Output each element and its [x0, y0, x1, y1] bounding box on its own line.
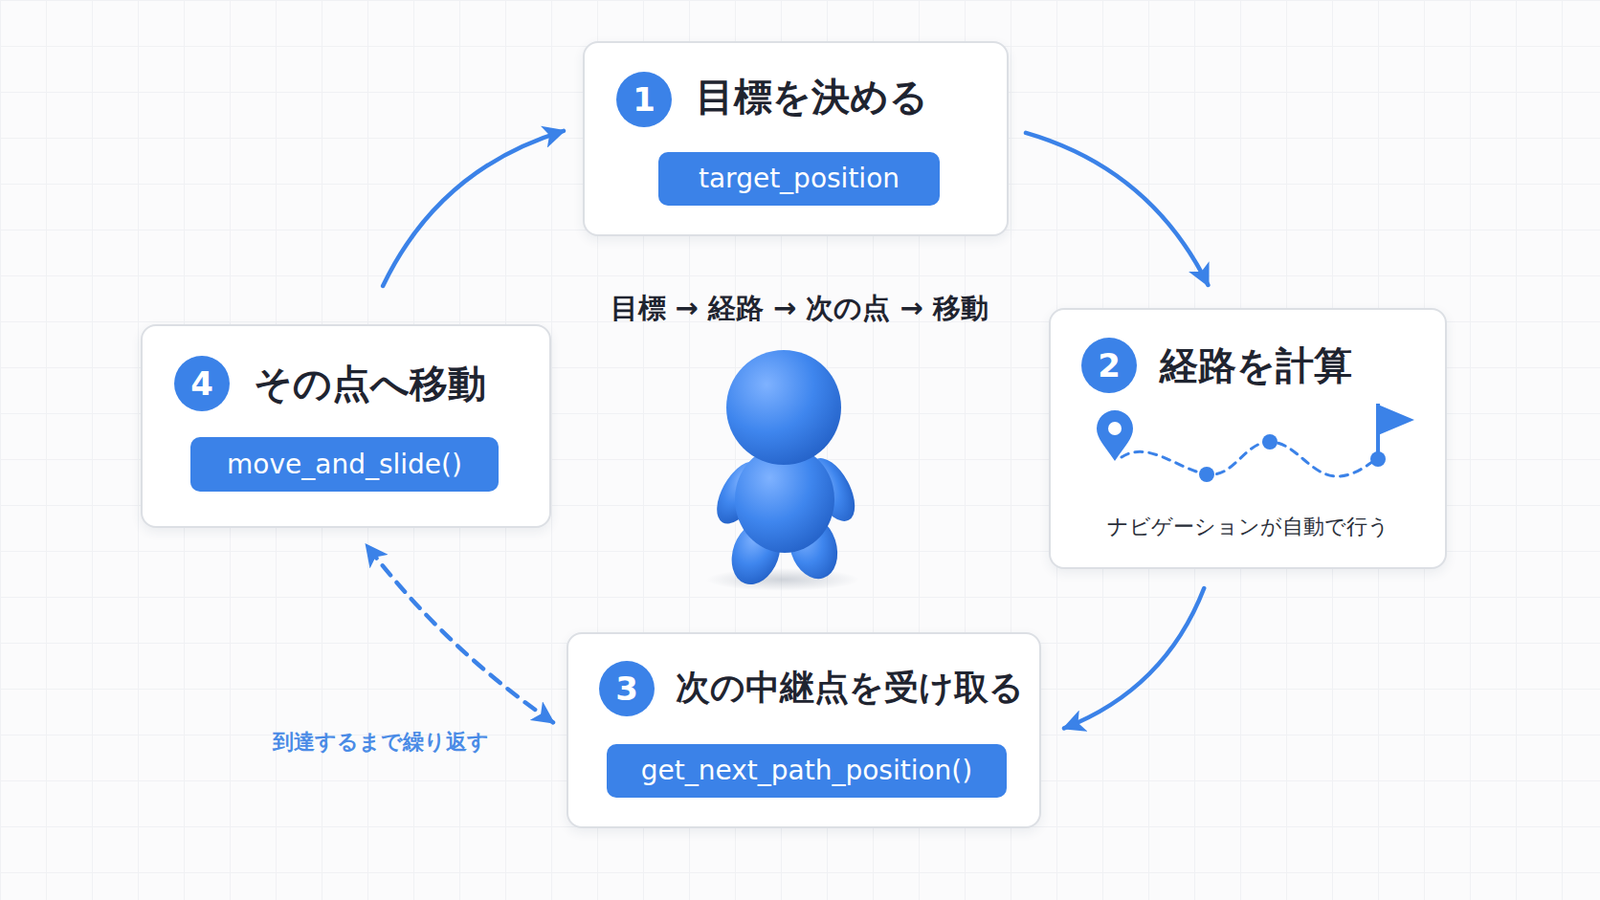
step-title: 次の中継点を受け取る [675, 666, 1024, 710]
figure-arm [707, 454, 772, 532]
code-pill: move_and_slide() [190, 437, 499, 492]
flow-summary: 目標 → 経路 → 次の点 → 移動 [610, 289, 989, 329]
step-title: 経路を計算 [1159, 342, 1353, 389]
arrow-line [382, 131, 564, 287]
arrow-line [1025, 133, 1208, 286]
step-number: 4 [174, 355, 230, 412]
figure-head [726, 350, 842, 466]
step-box: 目標を決める 1 target_position [582, 41, 1009, 237]
number-text: 1 [632, 83, 656, 116]
number-text: 3 [615, 672, 639, 706]
step-note: ナビゲーションが自動で行う [1050, 512, 1445, 542]
arrow-line [366, 545, 554, 723]
number-text: 2 [1097, 349, 1121, 382]
code-pill: get_next_path_position() [606, 744, 1007, 799]
cycle-arrow [382, 131, 564, 287]
step-number: 3 [599, 661, 655, 717]
figure-arm [800, 451, 865, 529]
figure-leg [723, 514, 789, 592]
figure-shadow [706, 568, 860, 592]
step-box: 経路を計算ナビゲーションが自動で行う 2 [1048, 308, 1447, 570]
step-number: 2 [1081, 337, 1137, 394]
code-pill: target_position [658, 152, 940, 206]
code-text: target_position [698, 165, 900, 193]
step-title: 目標を決める [695, 73, 929, 120]
code-text: move_and_slide() [226, 451, 463, 479]
cycle-arrow [1025, 133, 1208, 286]
arrow-line [1064, 588, 1204, 729]
edge-label: 到達するまで繰り返す [272, 728, 489, 757]
figure-body [734, 445, 835, 554]
cycle-arrow [1064, 588, 1204, 729]
figure-leg [781, 509, 846, 586]
step-box: 次の中継点を受け取る 3 get_next_path_position() [566, 632, 1042, 829]
step-number: 1 [616, 71, 672, 128]
cycle-arrow [366, 545, 554, 723]
step-title: その点へ移動 [253, 360, 487, 407]
step-box: その点へ移動 4 move_and_slide() [140, 324, 552, 529]
walking-figure [706, 350, 865, 592]
code-text: get_next_path_position() [641, 757, 973, 785]
number-text: 4 [190, 367, 214, 400]
